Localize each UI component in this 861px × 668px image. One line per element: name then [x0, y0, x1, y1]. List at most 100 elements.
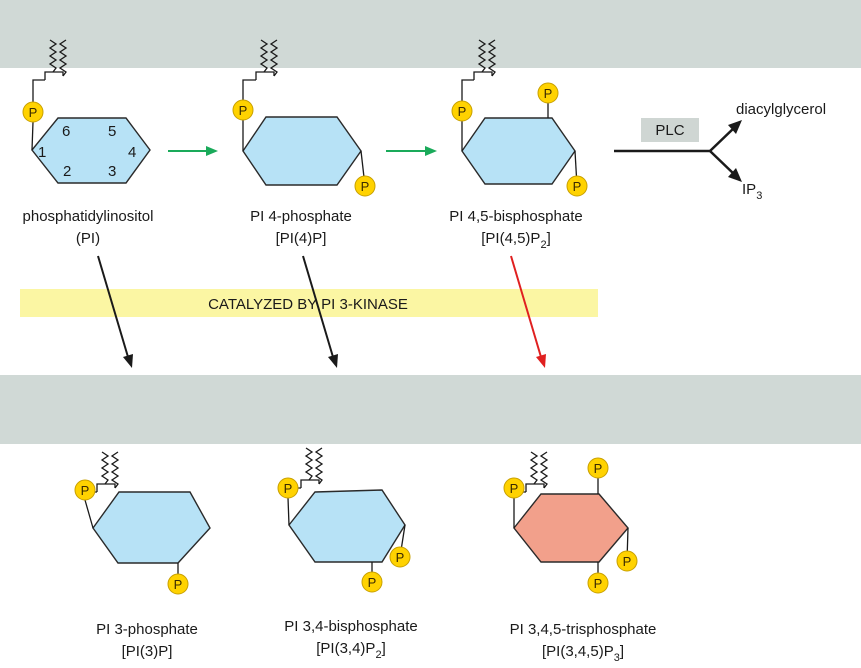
arrow-pi4p-to-pi34p2 [302, 255, 338, 368]
pi34p2-fatty-acid-1 [304, 447, 314, 481]
arrow-pi45p2-to-pi345p3 [510, 255, 546, 368]
plc-enzyme-box [641, 118, 699, 142]
arrow-pi4p-to-pi45p2 [386, 146, 437, 156]
molecule-pi345p3: P P P P [503, 451, 638, 594]
pi345p3-inositol-ring [513, 493, 629, 563]
pi45p2-phosphate-3 [566, 175, 588, 197]
membrane-top [0, 0, 861, 68]
ring-number-4: 4 [128, 144, 136, 161]
pi-phosphate-1 [22, 101, 44, 123]
pi3p-phosphate-2 [167, 573, 189, 595]
ring-number-5: 5 [108, 123, 116, 140]
pi3p-phosphate-1-label: P [81, 483, 90, 498]
pi45p2-formula: [PI(4,5)P2] [481, 230, 550, 251]
pi345p3-phosphate-2 [587, 457, 609, 479]
pi-formula: (PI) [76, 230, 100, 247]
pi3p-name: PI 3-phosphate [96, 621, 198, 638]
pi34p2-fatty-acid-2 [314, 447, 324, 485]
pi45p2-phosphate-1-label: P [458, 104, 467, 119]
pi345p3-phosphate-4 [587, 572, 609, 594]
molecule-pi45p2: P P P [451, 39, 588, 197]
pi45p2-phosphate-1 [451, 100, 473, 122]
pi4p-name: PI 4-phosphate [250, 208, 352, 225]
pi345p3-phosphate-3-label: P [623, 554, 632, 569]
plc-enzyme-label: PLC [655, 122, 684, 139]
pi345p3-fatty-acid-2 [539, 451, 549, 489]
pi4p-phosphate-2-label: P [361, 179, 370, 194]
pi345p3-fatty-acid-1 [529, 451, 539, 485]
pi3p-fatty-acid-2 [110, 451, 120, 489]
ring-number-6: 6 [62, 123, 70, 140]
pi45p2-phosphate-2-label: P [544, 86, 553, 101]
pi45p2-glycerol-backbone [461, 79, 474, 101]
pi345p3-name: PI 3,4,5-trisphosphate [510, 621, 657, 638]
pi3p-phosphate-1 [74, 479, 96, 501]
pi345p3-phosphate-4-label: P [594, 576, 603, 591]
kinase-band [20, 289, 598, 317]
ring-number-2: 2 [63, 163, 71, 180]
pi-fatty-acid-1 [48, 39, 58, 73]
diacylglycerol-label: diacylglycerol [736, 101, 826, 118]
pi34p2-phosphate-3 [389, 546, 411, 568]
plc-branch [614, 120, 742, 182]
pi45p2-inositol-ring [461, 117, 576, 185]
ring-numbers: 1 2 3 4 5 6 [38, 123, 136, 180]
pi345p3-formula: [PI(3,4,5)P3] [542, 643, 624, 664]
pi345p3-phosphate-2-label: P [594, 461, 603, 476]
molecule-pi4p: PP [232, 39, 376, 197]
arrow-pi-to-pi3p [97, 255, 133, 368]
pi3p-fatty-acid-1 [100, 451, 110, 485]
pi34p2-phosphate-1 [277, 477, 299, 499]
pi345p3-lipid-linker [525, 483, 545, 492]
membrane-bottom [0, 375, 861, 444]
pi-name: phosphatidylinositol [23, 208, 154, 225]
pi34p2-name: PI 3,4-bisphosphate [284, 618, 417, 635]
pi34p2-formula: [PI(3,4)P2] [316, 640, 385, 661]
pi4p-phosphate-1 [232, 99, 254, 121]
pi45p2-fatty-acid-2 [487, 39, 497, 77]
molecule-labels: phosphatidylinositol (PI) PI 4-phosphate… [23, 208, 657, 664]
pi345p3-phosphate-1-label: P [510, 481, 519, 496]
pi4p-inositol-ring [242, 116, 362, 186]
molecule-pi3p: PP [74, 451, 211, 595]
pi-phosphate-1-label: P [29, 105, 38, 120]
pi3p-formula: [PI(3)P] [122, 643, 173, 660]
pi4p-fatty-acid-2 [269, 39, 279, 77]
pi4p-glycerol-backbone [242, 79, 256, 100]
ring-number-1: 1 [38, 144, 46, 161]
pi4p-lipid-linker [255, 71, 275, 80]
pi345p3-phosphate-1 [503, 477, 525, 499]
pi4p-phosphate-1-label: P [239, 103, 248, 118]
pi3p-bond-1 [84, 499, 94, 529]
pi45p2-phosphate-2 [537, 82, 559, 104]
arrow-pi-to-pi4p [168, 146, 218, 156]
pi4p-phosphate-2 [354, 175, 376, 197]
pi3p-phosphate-2-label: P [174, 577, 183, 592]
molecule-pi: P [22, 39, 151, 184]
pi34p2-phosphate-1-label: P [284, 481, 293, 496]
molecule-pi34p2: PPP [277, 447, 411, 593]
pi34p2-lipid-linker [300, 479, 320, 488]
pi-fatty-acid-2 [58, 39, 68, 77]
pi345p3-phosphate-3 [616, 550, 638, 572]
pi-lipid-linker [44, 71, 64, 80]
pi45p2-name: PI 4,5-bisphosphate [449, 208, 582, 225]
ip3-label: IP3 [742, 181, 762, 202]
pi-glycerol-backbone [32, 79, 45, 102]
pi-bond-1 [31, 121, 34, 151]
pi34p2-phosphate-2-label: P [368, 575, 377, 590]
pi45p2-phosphate-3-label: P [573, 179, 582, 194]
pi34p2-bond-1 [287, 497, 290, 526]
ring-number-3: 3 [108, 163, 116, 180]
pi34p2-inositol-ring [288, 489, 406, 563]
pi3p-inositol-ring [92, 491, 211, 564]
kinase-band-label: CATALYZED BY PI 3-KINASE [208, 296, 408, 313]
pi34p2-phosphate-2 [361, 571, 383, 593]
pi45p2-fatty-acid-1 [477, 39, 487, 73]
pi4p-formula: [PI(4)P] [276, 230, 327, 247]
pi3p-lipid-linker [96, 483, 116, 492]
pi4p-fatty-acid-1 [259, 39, 269, 73]
pi-inositol-ring [31, 117, 151, 184]
